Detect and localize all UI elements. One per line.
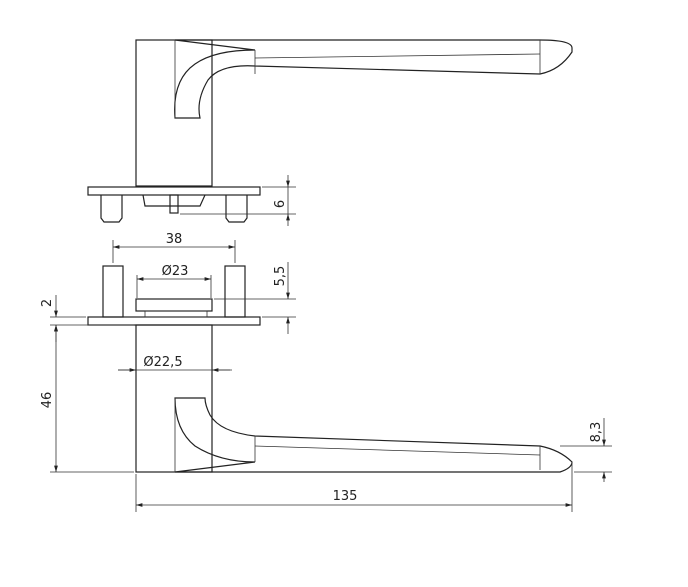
dimension-label-46: 46 xyxy=(40,392,55,409)
top-handle xyxy=(135,39,573,187)
dimension-135: 135 xyxy=(135,462,573,512)
dimension-d22-5: Ø22,5 xyxy=(118,355,232,372)
dimension-label-8-3: 8,3 xyxy=(589,422,604,443)
dimension-8-3: 8,3 xyxy=(560,418,612,482)
dimension-46: 46 xyxy=(40,325,134,473)
dimension-d23: Ø23 xyxy=(136,264,212,298)
dimension-label-d23: Ø23 xyxy=(162,264,189,279)
top-rose xyxy=(87,186,261,223)
dimension-label-135: 135 xyxy=(333,489,358,504)
bottom-handle xyxy=(135,324,573,473)
dimension-6: 6 xyxy=(180,175,296,226)
dimension-2: 2 xyxy=(40,295,134,342)
dimension-label-2: 2 xyxy=(40,299,55,307)
dimension-label-38: 38 xyxy=(166,232,183,247)
dimension-5-5: 5,5 xyxy=(214,262,296,334)
dimension-label-d22-5: Ø22,5 xyxy=(143,355,182,370)
dimension-38: 38 xyxy=(112,232,236,263)
dimension-label-5-5: 5,5 xyxy=(273,266,288,287)
dimension-label-6: 6 xyxy=(273,200,288,208)
